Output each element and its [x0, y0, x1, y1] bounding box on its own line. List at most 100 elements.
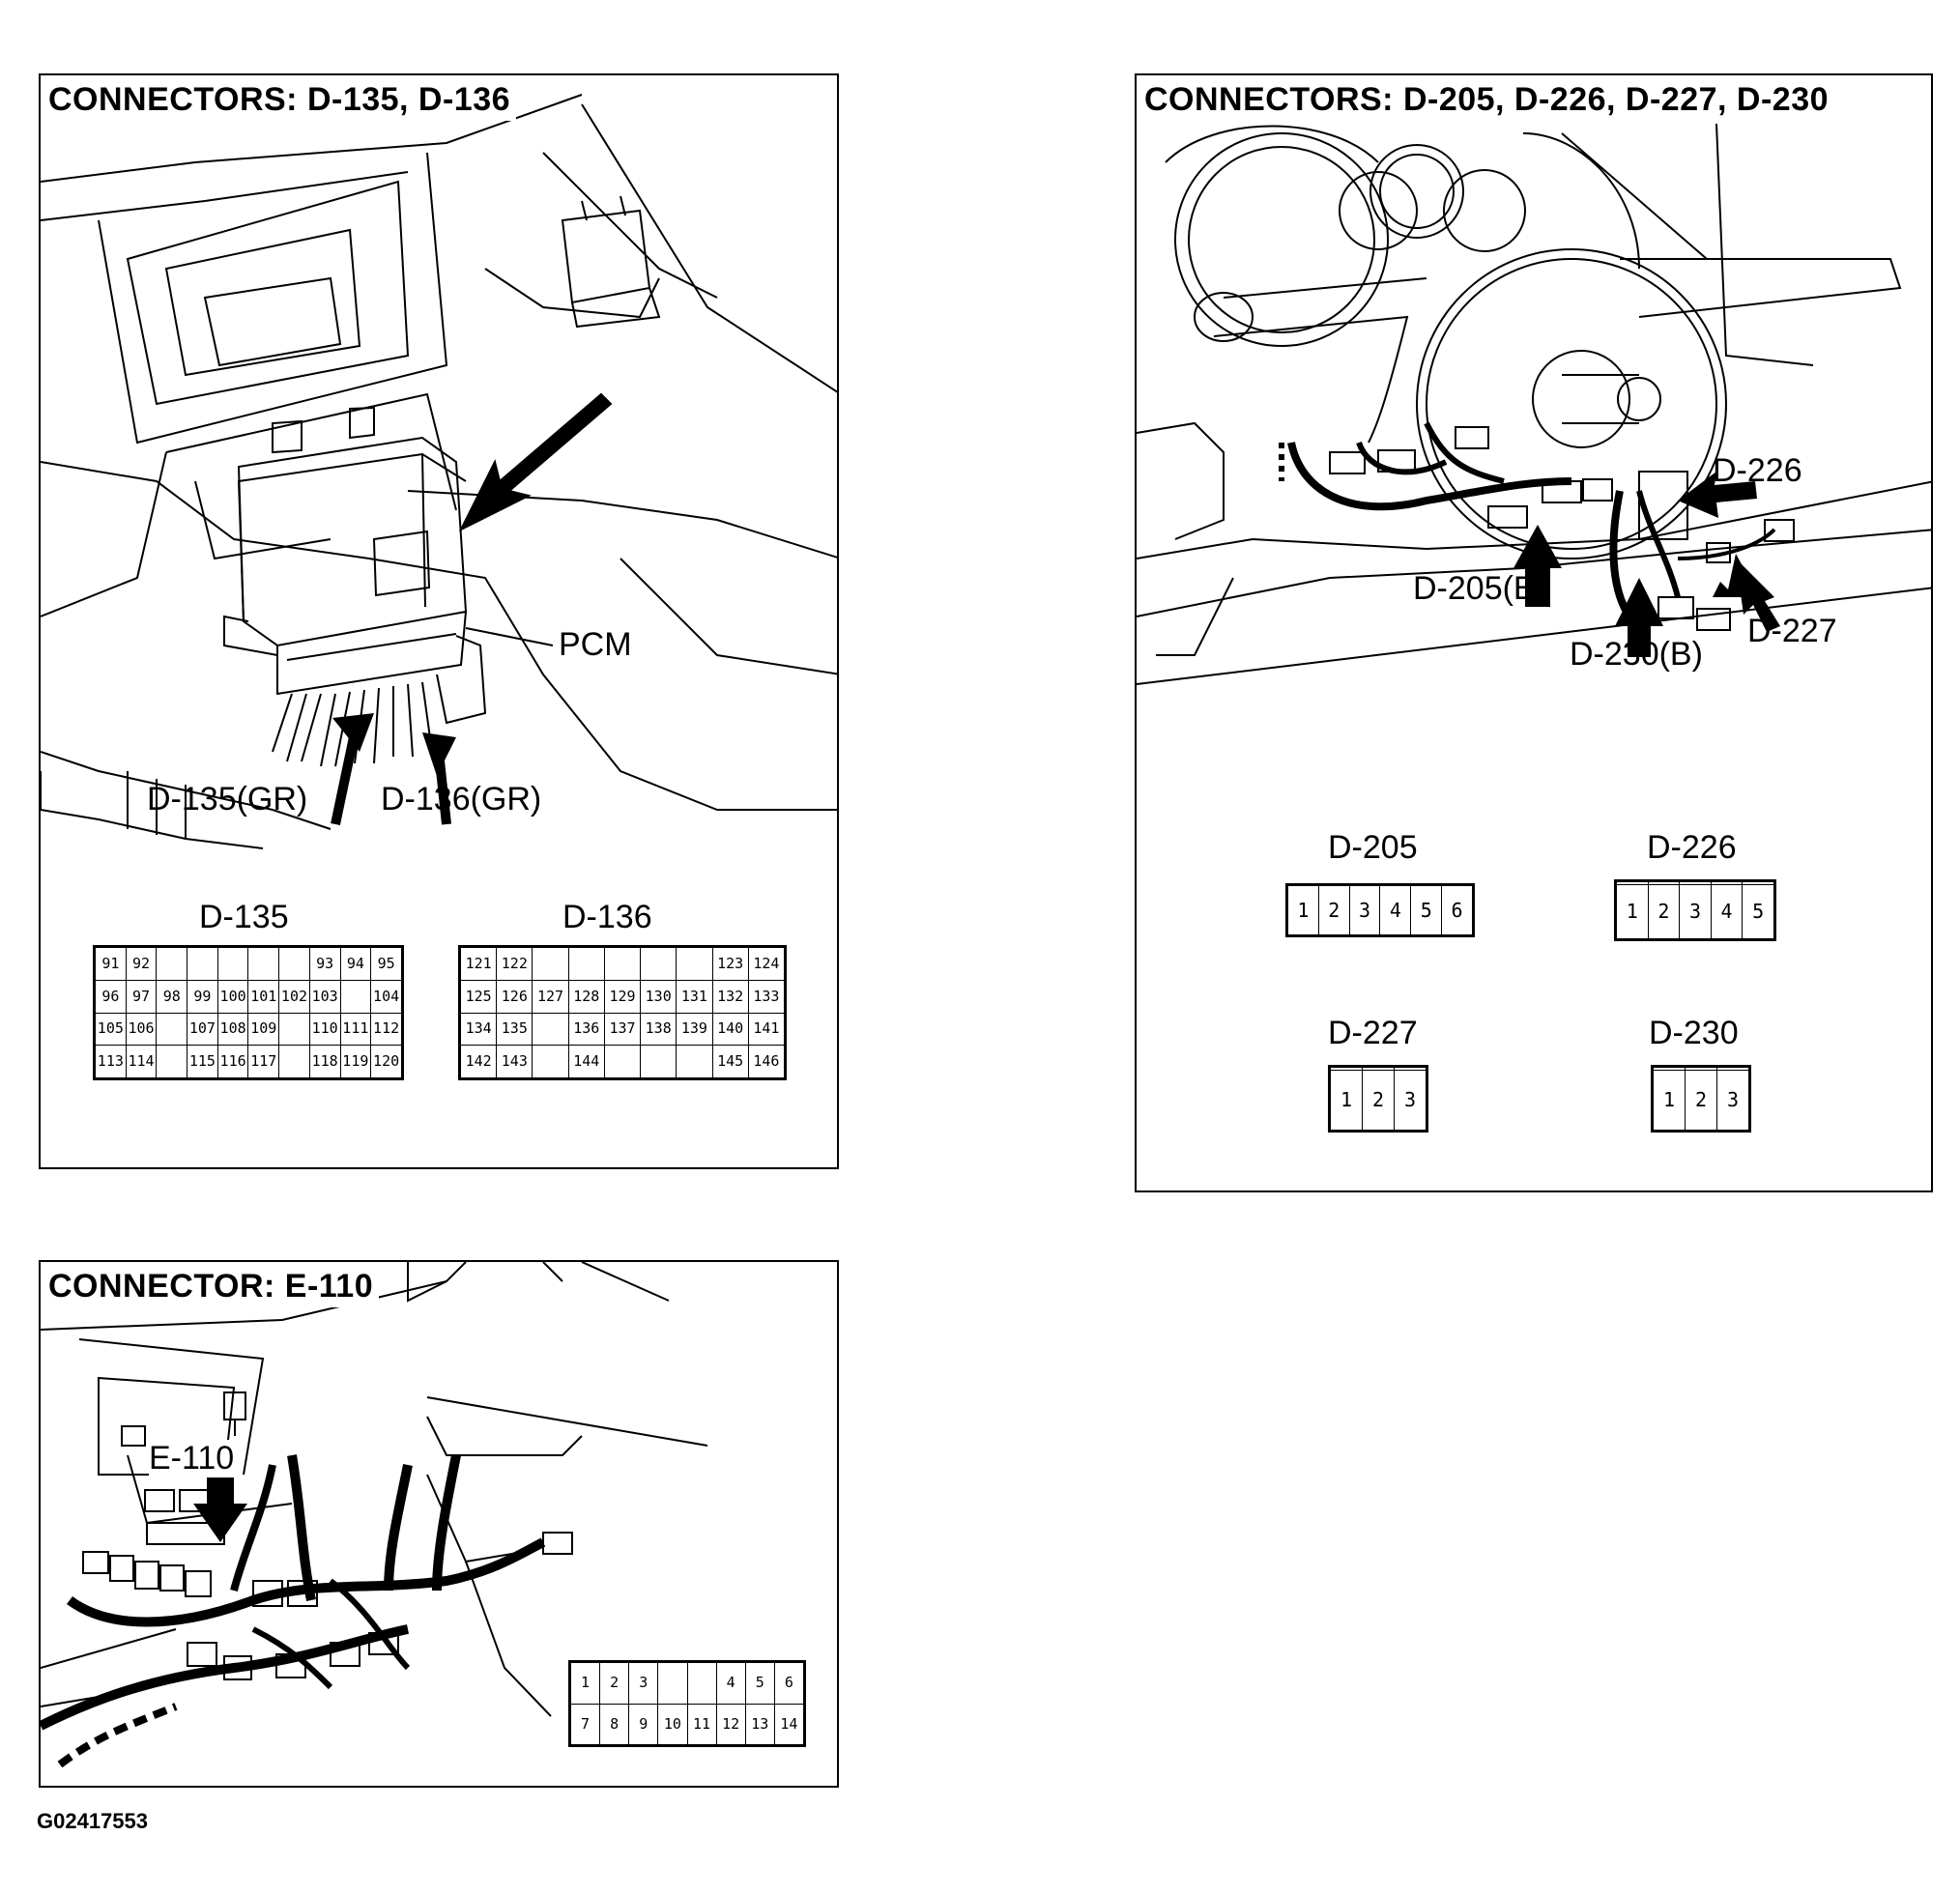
connector-pin: 145 [711, 1045, 749, 1078]
connector-pin: 3 [628, 1662, 659, 1705]
connector-pin: 6 [1441, 885, 1473, 935]
connector-pin: 141 [747, 1012, 786, 1047]
connector-pin: 4 [715, 1662, 746, 1705]
connector-pin: 103 [308, 979, 341, 1014]
connector-pin: 137 [603, 1012, 642, 1047]
connector-pin: 9 [628, 1703, 659, 1745]
connector-pin: 115 [187, 1045, 218, 1078]
connector-pin: 6 [773, 1662, 805, 1705]
connector-pin: 91 [95, 947, 127, 981]
connector-pin-empty [640, 947, 677, 981]
connector-pin: 94 [339, 947, 372, 981]
connector-pin: 2 [1647, 883, 1681, 940]
connector-pin: 13 [744, 1703, 775, 1745]
connector-pin: 136 [567, 1012, 605, 1047]
d136-location-label: D-136(GR) [381, 781, 542, 817]
connector-pin: 109 [247, 1012, 280, 1047]
connector-pin: 93 [308, 947, 341, 981]
e110-location-illustration [41, 1262, 708, 1768]
connector-pin: 121 [459, 947, 498, 981]
panel-title: CONNECTOR: E-110 [48, 1268, 380, 1307]
connector-pin: 135 [496, 1012, 533, 1047]
steering-column-illustration [1137, 123, 1931, 685]
connector-pin: 128 [567, 979, 605, 1014]
panel-pcm-connectors: CONNECTORS: D-135, D-136 [39, 73, 839, 1169]
d227-location-label: D-227 [1747, 613, 1837, 649]
connector-pin: 2 [1317, 885, 1350, 935]
connector-pin: 5 [744, 1662, 775, 1705]
connector-pin: 139 [676, 1012, 713, 1047]
e110-location-label: E-110 [149, 1440, 235, 1477]
connector-pin: 1 [1287, 885, 1319, 935]
d136-connector-name: D-136 [562, 899, 652, 935]
connector-pin-empty [686, 1662, 717, 1705]
connector-pin: 138 [640, 1012, 677, 1047]
connector-pin: 132 [711, 979, 749, 1014]
connector-pin: 144 [567, 1045, 605, 1078]
connector-pin: 8 [599, 1703, 630, 1745]
connector-pin: 118 [308, 1045, 341, 1078]
connector-pin: 111 [339, 1012, 372, 1047]
connector-pin: 104 [370, 979, 402, 1014]
connector-pin-empty [278, 947, 310, 981]
connector-pin: 7 [569, 1703, 601, 1745]
connector-pin: 3 [1679, 883, 1712, 940]
connector-pin: 117 [247, 1045, 280, 1078]
connector-pin: 146 [747, 1045, 786, 1078]
connector-pin: 122 [496, 947, 533, 981]
connector-pin-empty [187, 947, 218, 981]
pcm-location-illustration [41, 94, 837, 849]
connector-pin: 96 [95, 979, 127, 1014]
d205-location-label: D-205(B) [1413, 570, 1546, 607]
connector-pin: 2 [1685, 1069, 1717, 1132]
connector-pin-empty [657, 1662, 688, 1705]
connector-pin: 114 [125, 1045, 158, 1078]
connector-pin-empty [640, 1045, 677, 1078]
connector-pin: 1 [1653, 1069, 1686, 1132]
d135-connector-name: D-135 [199, 899, 289, 935]
connector-pin: 3 [1348, 885, 1381, 935]
connector-pin: 12 [715, 1703, 746, 1745]
connector-pin-empty [603, 947, 642, 981]
connector-pin: 140 [711, 1012, 749, 1047]
connector-pin: 110 [308, 1012, 341, 1047]
connector-pin: 100 [216, 979, 249, 1014]
connector-pin: 133 [747, 979, 786, 1014]
connector-pin: 97 [125, 979, 158, 1014]
connector-pin: 99 [187, 979, 218, 1014]
connector-pin: 106 [125, 1012, 158, 1047]
connector-pin: 113 [95, 1045, 127, 1078]
d226-location-label: D-226 [1713, 452, 1802, 489]
connector-pin: 1 [1330, 1069, 1363, 1132]
connector-pin: 108 [216, 1012, 249, 1047]
panel-column-connectors: CONNECTORS: D-205, D-226, D-227, D-230 [1135, 73, 1933, 1192]
connector-pin-empty [532, 1045, 569, 1078]
panel-title: CONNECTORS: D-135, D-136 [48, 81, 517, 121]
connector-pin-empty [339, 979, 372, 1014]
connector-pin: 116 [216, 1045, 249, 1078]
connector-pin: 14 [773, 1703, 805, 1745]
connector-pin-empty [603, 1045, 642, 1078]
d205-connector-name: D-205 [1328, 829, 1418, 866]
connector-pin-empty [156, 1012, 188, 1047]
connector-pin-empty [156, 947, 188, 981]
connector-pin: 143 [496, 1045, 533, 1078]
connector-pin: 2 [1362, 1069, 1395, 1132]
connector-pin: 107 [187, 1012, 218, 1047]
connector-pin: 124 [747, 947, 786, 981]
connector-pin: 102 [278, 979, 310, 1014]
connector-pin-empty [676, 1045, 713, 1078]
connector-pin-empty [278, 1012, 310, 1047]
connector-pin: 130 [640, 979, 677, 1014]
connector-pin: 10 [657, 1703, 688, 1745]
connector-pin-empty [532, 947, 569, 981]
d135-location-label: D-135(GR) [147, 781, 308, 817]
connector-pin: 4 [1379, 885, 1412, 935]
connector-pin: 126 [496, 979, 533, 1014]
connector-pin: 11 [686, 1703, 717, 1745]
